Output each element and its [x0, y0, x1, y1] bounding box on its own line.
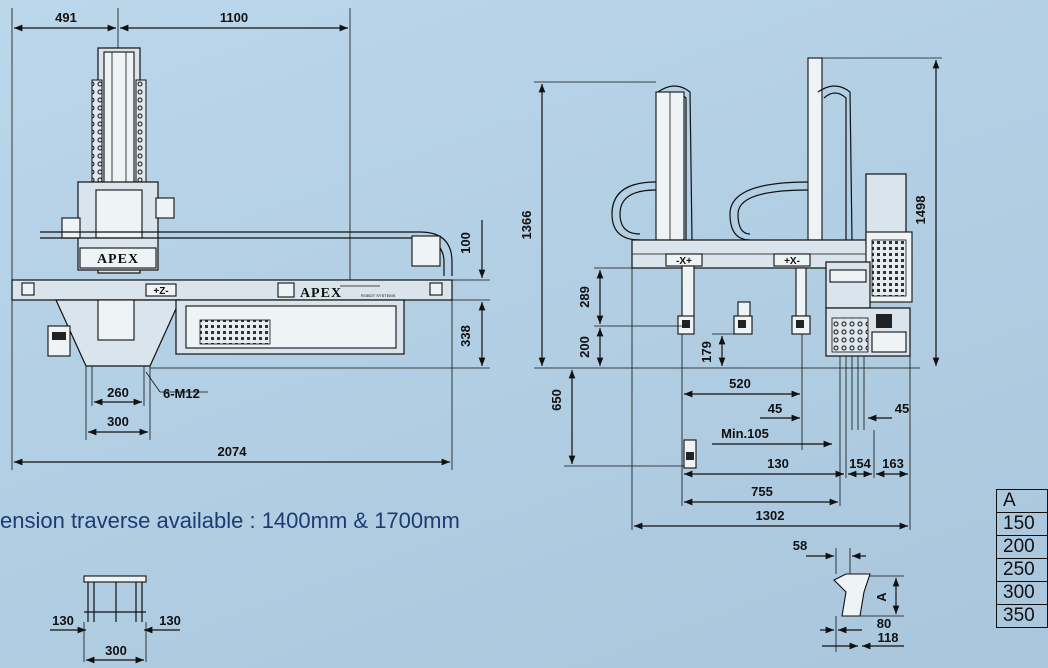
- dim-130-left: 130: [52, 613, 74, 628]
- dim-2074: 2074: [218, 444, 248, 459]
- z-axis-label: +Z-: [153, 286, 168, 297]
- dim-338: 338: [458, 325, 473, 347]
- dim-45-left: 45: [768, 401, 782, 416]
- a-table-cell: 250: [996, 558, 1048, 582]
- dim-260: 260: [107, 385, 129, 400]
- bottom-right-detail: 58 A 80 118: [793, 538, 904, 652]
- beam-logo-sub: ROBOT SYSTEMS: [361, 293, 396, 298]
- dim-1100: 1100: [220, 10, 248, 25]
- traverse-note: ension traverse available : 1400mm & 170…: [0, 508, 460, 533]
- dim-1498: 1498: [913, 196, 928, 225]
- carriage-logo: APEX: [97, 252, 139, 267]
- dim-163: 163: [882, 456, 904, 471]
- dim-a: A: [874, 592, 889, 602]
- side-view: -X+ +X- 1366: [519, 57, 942, 530]
- x-axis-label-1: -X+: [676, 256, 692, 267]
- x-axis-label-2: +X-: [784, 256, 800, 267]
- dim-130: 130: [767, 456, 789, 471]
- bottom-left-detail: 130 130 300: [50, 575, 181, 664]
- dim-650: 650: [549, 389, 564, 411]
- dim-6-m12: 6-M12: [163, 386, 200, 401]
- dim-80: 80: [877, 616, 891, 631]
- dim-130-right: 130: [159, 613, 181, 628]
- dim-1366: 1366: [519, 211, 534, 240]
- a-size-table: A 150 200 250 300 350: [996, 489, 1048, 628]
- a-table-cell: 200: [996, 535, 1048, 559]
- dim-58: 58: [793, 538, 807, 553]
- dim-300: 300: [107, 414, 129, 429]
- dim-118: 118: [878, 630, 899, 645]
- dim-100: 100: [458, 232, 473, 254]
- a-table-cell: 350: [996, 604, 1048, 628]
- dim-755: 755: [751, 484, 773, 499]
- dim-491: 491: [55, 10, 77, 25]
- a-table-cell: 150: [996, 512, 1048, 536]
- dim-300-bottom: 300: [105, 643, 127, 658]
- dim-1302: 1302: [756, 508, 785, 523]
- dim-520: 520: [729, 376, 751, 391]
- front-view: 491 1100 APEX +Z- APEX ROBOT SYSTEMS: [11, 8, 490, 470]
- dim-200: 200: [577, 336, 592, 358]
- dim-289: 289: [577, 286, 592, 308]
- a-table-header: A: [996, 489, 1048, 513]
- dim-154: 154: [849, 456, 871, 471]
- beam-logo: APEX: [300, 286, 342, 301]
- a-table-cell: 300: [996, 581, 1048, 605]
- dim-min-105: Min.105: [721, 426, 769, 441]
- dim-45-right: 45: [895, 401, 909, 416]
- dim-179: 179: [699, 341, 714, 363]
